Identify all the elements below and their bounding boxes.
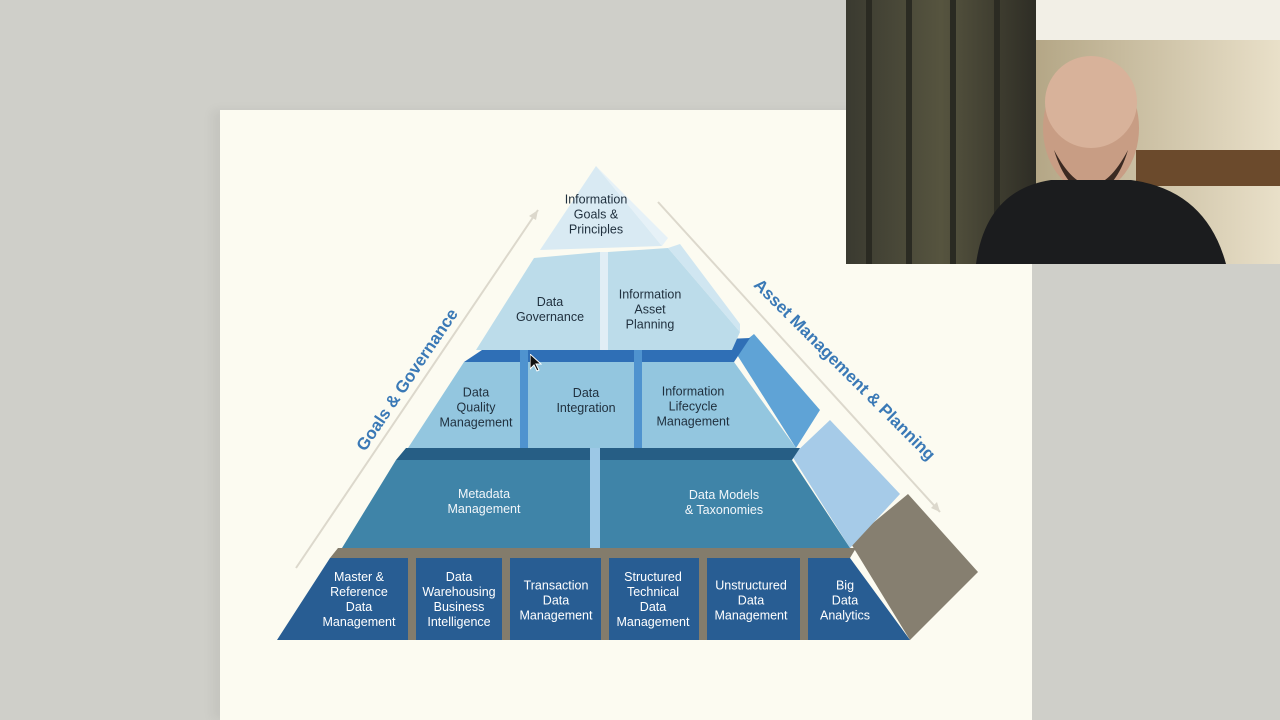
tier3-block-1 bbox=[408, 362, 520, 448]
tier5-separator bbox=[601, 558, 609, 640]
tier5-label-3: Transaction Data Management bbox=[519, 578, 593, 623]
tier4-side-face bbox=[792, 420, 900, 548]
tier5-label-5: Unstructured Data Management bbox=[714, 578, 788, 623]
tier3-separator bbox=[634, 350, 642, 448]
presenter-webcam bbox=[846, 0, 1280, 264]
tier5-block-3 bbox=[510, 558, 601, 640]
right-arrow-head bbox=[931, 502, 940, 512]
tier3-side-face bbox=[734, 334, 820, 448]
tier5-block-4 bbox=[609, 558, 699, 640]
tier5-block-2 bbox=[416, 558, 502, 640]
tier4-label-2: Data Models & Taxonomies bbox=[684, 488, 764, 517]
tier1-label: Information Goals & Principles bbox=[564, 192, 628, 237]
tier5-label-6: Big Data Analytics bbox=[819, 578, 871, 623]
tier5-block-5 bbox=[707, 558, 800, 640]
tier1-side-face bbox=[596, 166, 668, 246]
tier2-block-2 bbox=[608, 248, 740, 350]
tier2-label-1: Data Governance bbox=[515, 295, 585, 324]
tier4-block-2 bbox=[600, 460, 850, 548]
presenter-video-feed-icon bbox=[846, 0, 1280, 264]
information-management-pyramid bbox=[277, 166, 978, 640]
tier4-label-1: Metadata Management bbox=[447, 487, 521, 516]
tier5-separator bbox=[502, 558, 510, 640]
tier5-block-1 bbox=[277, 558, 408, 640]
tier5-separator bbox=[408, 558, 416, 640]
base-side-face bbox=[850, 494, 978, 640]
tier5-separator bbox=[800, 558, 808, 640]
tier3-label-2: Data Integration bbox=[556, 386, 616, 415]
tier3-label-3: Information Lifecycle Management bbox=[656, 384, 730, 429]
tier4-separator bbox=[590, 448, 600, 548]
tier3-block-3 bbox=[642, 362, 796, 448]
tier2-separator bbox=[600, 252, 608, 350]
tier2-side-face bbox=[668, 244, 740, 332]
tier5-separator bbox=[699, 558, 707, 640]
tier2-label-2: Information Asset Planning bbox=[618, 287, 682, 332]
tier1-block bbox=[540, 166, 662, 250]
left-guide-arrow bbox=[295, 209, 539, 569]
left-arrow-head bbox=[529, 210, 538, 220]
tier3-label-1: Data Quality Management bbox=[439, 385, 513, 430]
tier5-label-1: Master & Reference Data Management bbox=[322, 570, 396, 629]
right-guide-arrow bbox=[657, 201, 941, 513]
tier5-block-6 bbox=[808, 558, 910, 640]
tier5-top-strip bbox=[330, 548, 856, 558]
tier3-block-2 bbox=[528, 362, 634, 448]
tier5-label-4: Structured Technical Data Management bbox=[616, 570, 690, 629]
tier5-label-2: Data Warehousing Business Intelligence bbox=[422, 570, 496, 629]
tier3-separator bbox=[520, 350, 528, 448]
tier4-block-1 bbox=[342, 460, 590, 548]
tier2-block-1 bbox=[476, 252, 600, 350]
mouse-cursor-icon bbox=[530, 354, 542, 372]
